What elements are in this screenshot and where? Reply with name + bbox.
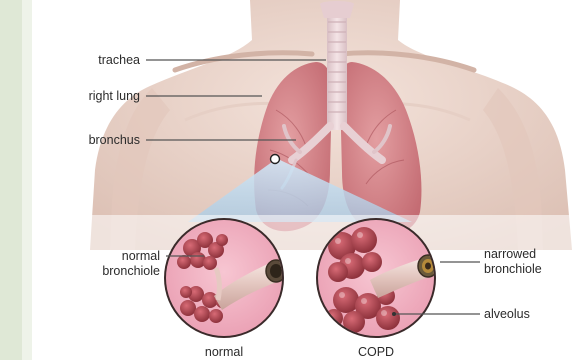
label-narrowed-bronchiole-2: bronchiole [484,262,542,276]
label-alveolus: alveolus [484,307,530,321]
label-narrowed-bronchiole-1: narrowed [484,247,536,261]
label-right-lung: right lung [89,89,140,103]
left-edge-fade [22,0,32,360]
label-trachea: trachea [98,53,140,67]
caption-copd: COPD [358,345,394,359]
label-normal-bronchiole-1: normal [122,249,160,263]
label-bronchus: bronchus [89,133,140,147]
left-edge-band [0,0,22,360]
leader-alveolus-dot [392,312,396,316]
caption-normal: normal [205,345,243,359]
zoom-point-marker [271,155,280,164]
label-normal-bronchiole-2: bronchiole [102,264,160,278]
